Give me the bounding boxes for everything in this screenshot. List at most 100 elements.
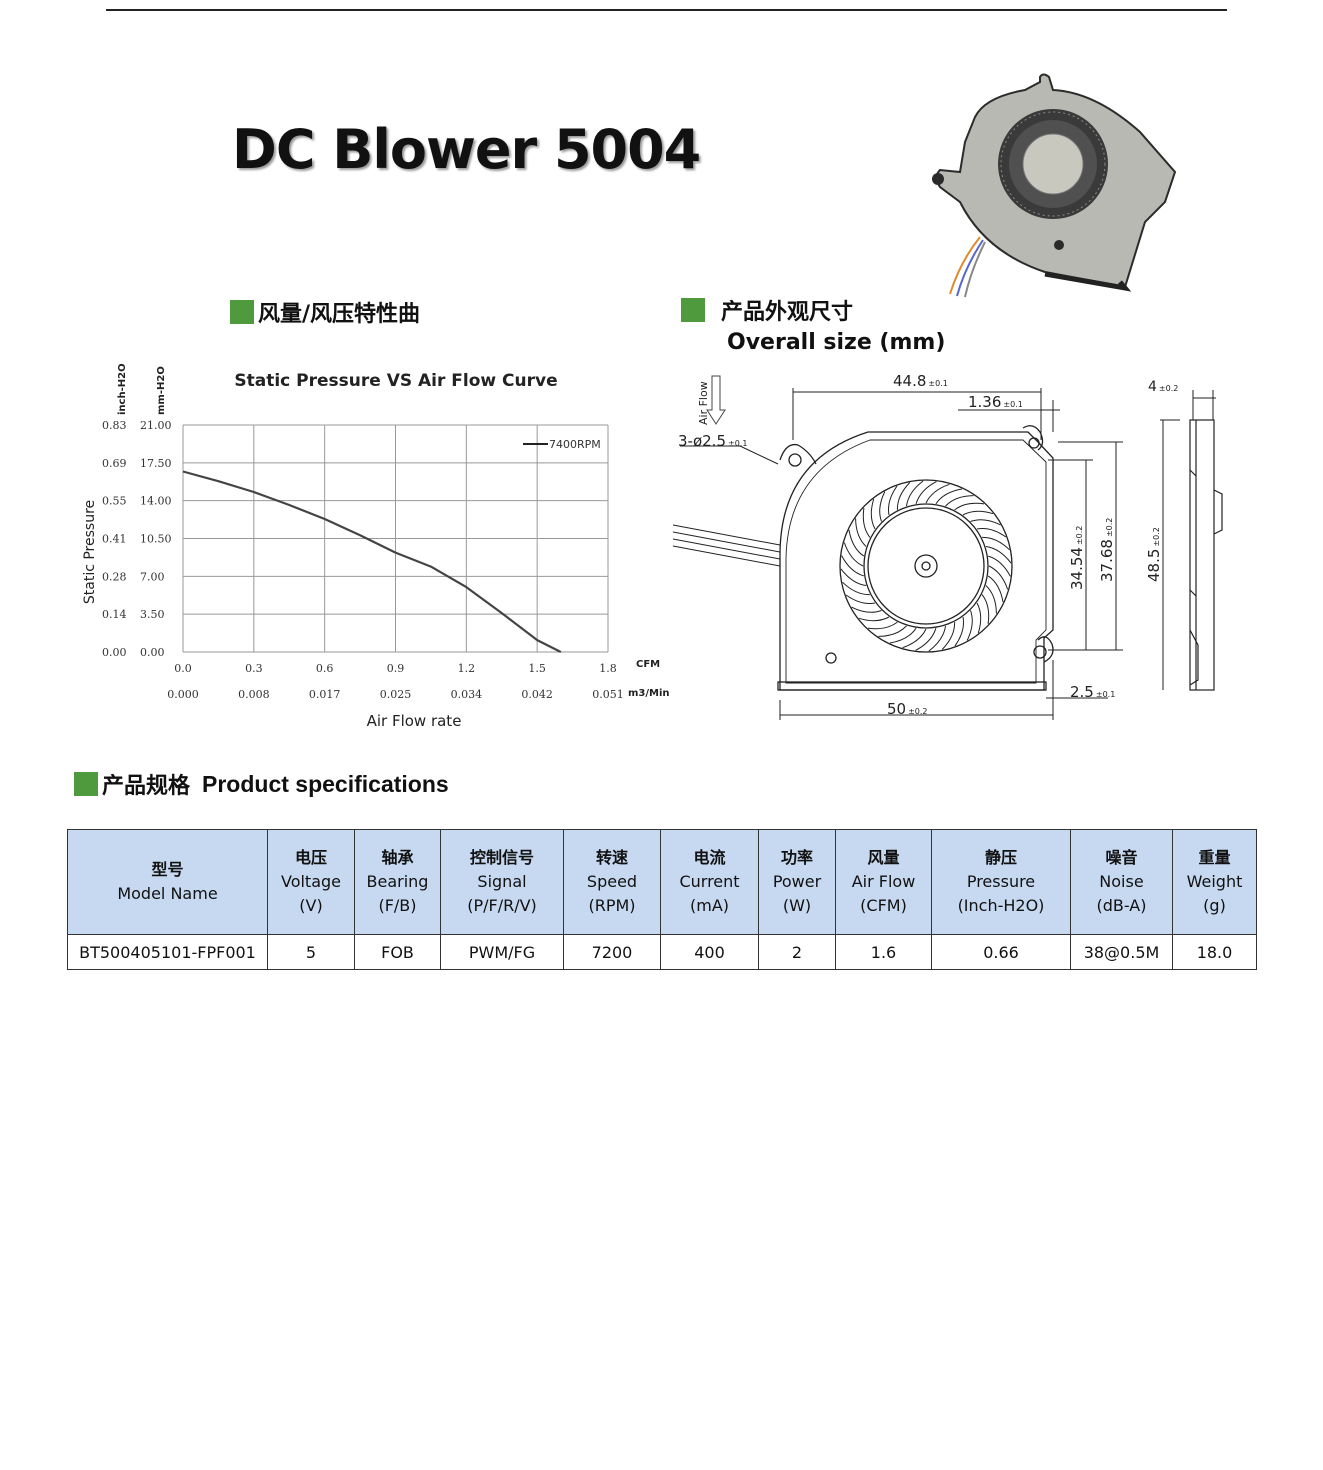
x-tick-m3: 0.017 <box>309 688 341 701</box>
header-cn: 型号 <box>151 860 184 879</box>
header-cn: 噪音 <box>1105 848 1138 867</box>
header-en: Bearing <box>366 872 429 891</box>
dim-height-b-tol: ±0.2 <box>1105 518 1114 537</box>
fan-blade <box>935 488 963 505</box>
series-line <box>182 470 562 653</box>
header-unit: (dB-A) <box>1096 896 1147 915</box>
table-cell: 400 <box>660 934 759 970</box>
y-unit-mm: mm-H2O <box>156 366 167 415</box>
header-en: Model Name <box>117 884 218 903</box>
table-header-cell: 型号 Model Name <box>67 829 268 935</box>
y-tick-inch: 0.55 <box>102 495 127 508</box>
svg-text:4±0.2: 4±0.2 <box>1148 379 1178 395</box>
fan-wires <box>949 236 986 298</box>
fan-blade <box>954 616 964 647</box>
y-tick-mm: 21.00 <box>140 419 172 432</box>
x-axis-label: Air Flow rate <box>367 712 462 730</box>
fan-blade <box>845 594 876 604</box>
x-tick-m3: 0.042 <box>521 688 553 701</box>
fan-blade <box>982 536 1010 551</box>
header-cn: 重量 <box>1198 848 1231 867</box>
table-cell: 7200 <box>563 934 661 970</box>
table-cell: 0.66 <box>931 934 1071 970</box>
header-unit: (Inch-H2O) <box>957 896 1045 915</box>
fan-blade <box>870 498 876 530</box>
dim-offset-bottom: 2.5 <box>1070 683 1094 701</box>
table-cell: FOB <box>354 934 441 970</box>
fan-blade <box>862 507 871 538</box>
pressure-flow-chart: Static Pressure VS Air Flow Curve inch-H… <box>82 363 670 730</box>
airflow-label: Air Flow <box>697 381 710 425</box>
fan-blade <box>902 628 927 649</box>
chart-title: Static Pressure VS Air Flow Curve <box>234 371 557 391</box>
fan-blade <box>858 616 890 622</box>
x-tick-cfm: 0.6 <box>316 662 334 675</box>
header-cn: 转速 <box>595 848 628 867</box>
section-heading-size: 产品外观尺寸 <box>681 294 853 326</box>
fan-photo <box>932 73 1177 298</box>
y-tick-inch: 0.41 <box>102 533 127 546</box>
svg-text:34.54±0.2: 34.54±0.2 <box>1068 526 1086 590</box>
table-cell: 38@0.5M <box>1070 934 1173 970</box>
svg-text:1.36±0.1: 1.36±0.1 <box>968 393 1023 411</box>
header-cn: 电流 <box>693 848 726 867</box>
legend-series-label: 7400RPM <box>549 438 601 451</box>
fan-blade <box>928 625 946 652</box>
header-en: Noise <box>1099 872 1144 891</box>
header-cn: 电压 <box>294 848 327 867</box>
fan-blade <box>987 575 1004 603</box>
green-square-icon <box>74 772 98 796</box>
chart-series <box>182 470 562 653</box>
side-view <box>1189 419 1223 691</box>
y-tick-mm: 17.50 <box>140 457 172 470</box>
header-en: Current <box>679 872 740 891</box>
fan-blade <box>851 606 882 613</box>
y-tick-inch: 0.83 <box>102 419 127 432</box>
fan-blade <box>981 594 990 625</box>
y-tick-mm: 10.50 <box>140 533 172 546</box>
fan-blade <box>945 495 974 507</box>
dim-height-a-tol: ±0.2 <box>1075 526 1084 545</box>
x-tick-m3: 0.034 <box>451 688 483 701</box>
fan-blade <box>954 502 985 511</box>
header-unit: (RPM) <box>588 896 636 915</box>
fan-blade <box>966 610 973 641</box>
fan-blade <box>888 485 898 516</box>
table-cell: 18.0 <box>1172 934 1257 970</box>
fan-blade <box>840 568 867 586</box>
fan-blade <box>848 529 865 557</box>
y-tick-inch: 0.14 <box>102 608 127 621</box>
x-tick-m3: 0.008 <box>238 688 269 701</box>
section-sublabel-size: Overall size (mm) <box>727 330 946 355</box>
svg-text:3-ø2.5±0.1: 3-ø2.5±0.1 <box>678 432 747 450</box>
y-tick-mm: 14.00 <box>140 495 172 508</box>
dim-width-total-tol: ±0.2 <box>908 707 927 716</box>
section-label-spec-cn: 产品规格 <box>102 774 191 799</box>
table-header-cell: 转速 Speed (RPM) <box>563 829 661 935</box>
y-axis-label: Static Pressure <box>82 500 98 604</box>
fan-blade <box>841 555 864 577</box>
fan-blade <box>985 585 997 614</box>
header-en: Speed <box>586 872 638 891</box>
fan-blade <box>889 627 917 644</box>
fan-outline <box>779 431 1054 691</box>
fan-blade <box>879 491 886 522</box>
table-header-cell: 噪音 Noise (dB-A) <box>1070 829 1173 935</box>
fan-blade <box>896 482 911 510</box>
section-label-curve: 风量/风压特性曲 <box>258 302 421 327</box>
y-tick-inch: 0.28 <box>102 570 127 583</box>
fan-blade <box>988 555 1011 577</box>
x-tick-cfm: 0.9 <box>387 662 405 675</box>
dim-thickness-tol: ±0.2 <box>1159 384 1178 393</box>
fan-blade <box>925 483 950 504</box>
svg-text:44.8±0.1: 44.8±0.1 <box>893 372 948 390</box>
fan-blade <box>843 542 864 567</box>
y-tick-mm: 3.50 <box>140 608 165 621</box>
dimension-drawing: Air Flow 3-ø2.5±0.1 44.8±0.1 1.36±0.1 34… <box>672 372 1223 720</box>
